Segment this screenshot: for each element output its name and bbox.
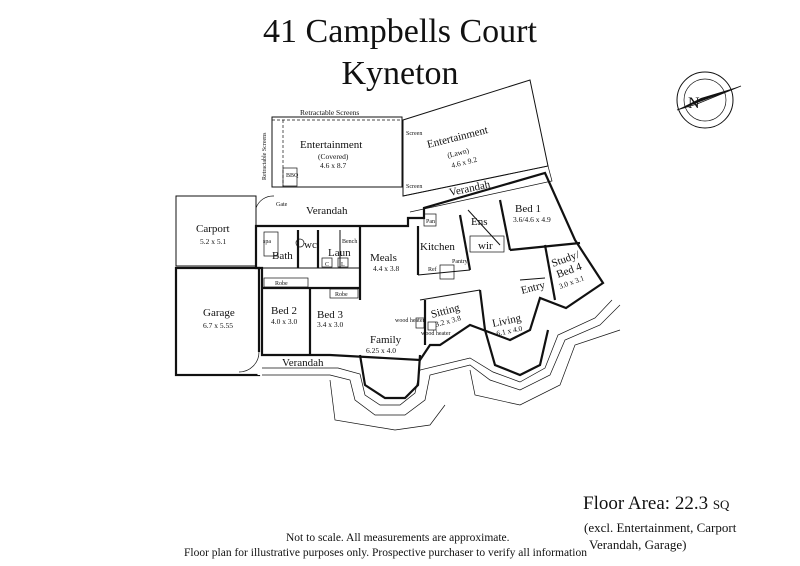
verandah-top-left: Verandah [306,205,348,217]
carport-name: Carport [196,223,230,235]
retractable-screens-side: Retractable Screens [262,132,268,180]
meals-name: Meals [370,252,397,264]
meals-size: 4.4 x 3.8 [373,264,400,273]
retractable-screens-top: Retractable Screens [300,108,359,117]
floor-area-exclusions-1: (excl. Entertainment, Carport [584,520,737,535]
garage-name: Garage [203,307,235,319]
ent-covered-sub: (Covered) [318,152,349,161]
verandah-bottom: Verandah [282,357,324,369]
l-label: L [341,262,345,268]
bed1-size: 3.6/4.6 x 4.9 [513,215,551,224]
entertainment-covered-area [271,116,403,188]
pan-label: Pan [426,219,435,225]
property-title: 41 Campbells Court [263,13,537,50]
ent-covered-size: 4.6 x 8.7 [320,161,347,170]
c-label: C [325,262,329,268]
garage-size: 6.7 x 5.55 [203,321,233,330]
wood-heater-label-1: wood heater [395,318,425,324]
robe-label-2: Robe [335,292,348,298]
robe-label-1: Robe [275,281,288,287]
ent-lawn-name: Entertainment [426,124,489,151]
carport-size: 5.2 x 5.1 [200,237,227,246]
screen-label-1: Screen [406,131,422,137]
bed2-size: 4.0 x 3.0 [271,317,298,326]
gate-label: Gate [276,202,288,208]
floor-area-label: Floor Area: [583,493,671,514]
floor-area-unit: SQ [712,497,730,512]
floor-area-value: 22.3 [674,493,709,514]
property-suburb: Kyneton [341,55,459,92]
family-size: 6.25 x 4.0 [366,346,396,355]
bed1-name: Bed 1 [515,203,541,215]
compass-north-letter: N [688,95,700,112]
bed2-name: Bed 2 [271,305,297,317]
entry-name: Entry [520,279,547,297]
kitchen-name: Kitchen [420,241,455,253]
screen-label-2: Screen [406,184,422,190]
bath-name: Bath [272,250,293,262]
bbq-label: BBQ [286,173,299,179]
ref-label: Ref [428,266,437,273]
disclaimer-illustrative: Floor plan for illustrative purposes onl… [184,547,587,559]
ensuite-name: Ens [471,216,488,228]
spa-label: spa [263,239,271,245]
compass-icon: N [676,71,742,129]
wc-name: wc [304,239,317,251]
wood-heater-label-2: wood heater [421,331,451,337]
ent-covered-name: Entertainment [300,139,362,151]
garage-area [174,266,261,377]
bench-label: Bench [342,239,357,245]
floor-area-line: Floor Area: 22.3 SQ [583,493,729,516]
laundry-name: Laun [328,247,351,259]
wir-name: wir [478,240,493,252]
disclaimer-scale: Not to scale. All measurements are appro… [286,532,510,544]
family-name: Family [370,334,402,346]
floor-area-exclusions-2: Verandah, Garage) [589,537,687,552]
bed3-name: Bed 3 [317,309,343,321]
bed3-size: 3.4 x 3.0 [317,320,344,329]
pantry-label: Pantry [452,259,468,265]
